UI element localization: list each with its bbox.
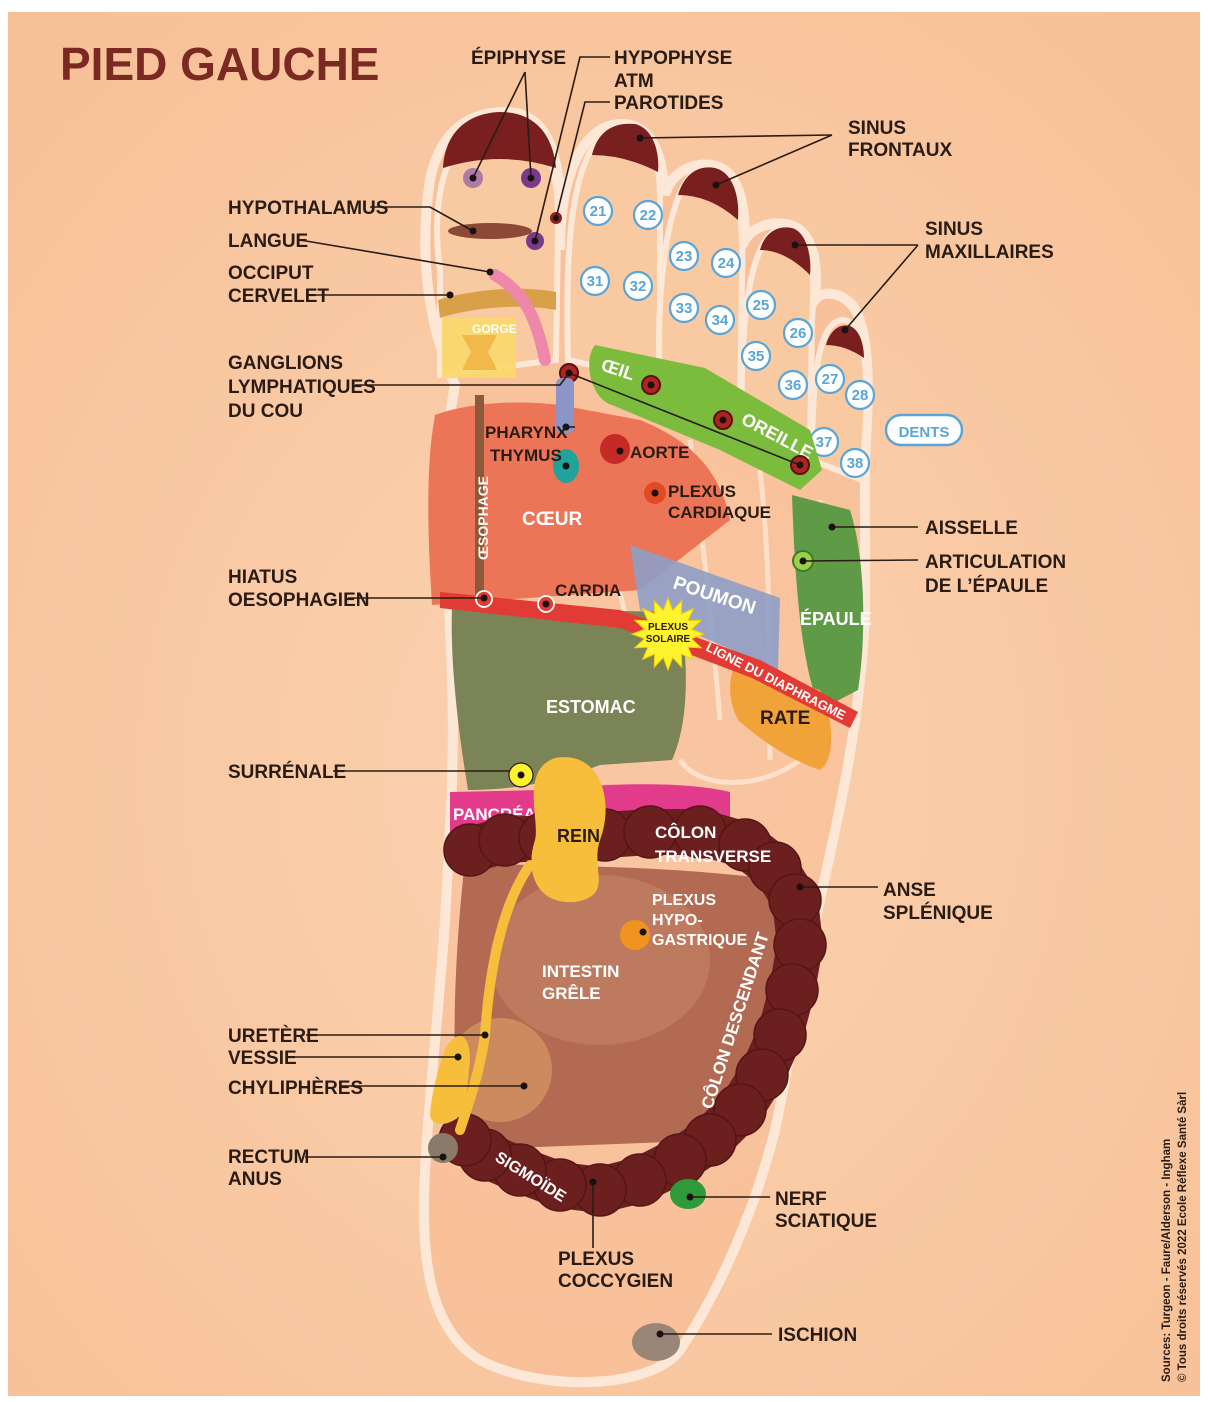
aorte-zone (600, 434, 630, 464)
tooth-number-27: 27 (822, 371, 839, 388)
label-cervelet: CERVELET (228, 286, 329, 307)
tooth-number-24: 24 (718, 255, 735, 272)
label-sciatique: SCIATIQUE (775, 1211, 877, 1232)
label-plexus-coccygien-1: PLEXUS (558, 1249, 634, 1270)
label-plexus-cardiaque-2: CARDIAQUE (668, 503, 771, 522)
label-rectum: RECTUM (228, 1147, 309, 1168)
label-atm: ATM (614, 71, 654, 92)
nerf-sciatique-zone (670, 1179, 706, 1209)
colon-segment (774, 919, 826, 971)
label-hiatus-1: HIATUS (228, 567, 297, 588)
estomac-label: ESTOMAC (546, 697, 636, 717)
page-title: PIED GAUCHE (60, 38, 379, 90)
intestin-label-1: INTESTIN (542, 962, 619, 981)
label-cardia: CARDIA (555, 581, 621, 600)
label-anse-2: SPLÉNIQUE (883, 902, 993, 924)
tooth-number-23: 23 (676, 248, 693, 265)
label-ganglions-2: LYMPHATIQUES (228, 377, 376, 398)
plexus-hypogastrique-zone (620, 920, 650, 950)
gorge-label: GORGE (472, 322, 517, 336)
coeur-label: CŒUR (522, 509, 582, 530)
tooth-number-38: 38 (847, 455, 864, 472)
label-epiphyse: ÉPIPHYSE (471, 47, 566, 69)
label-plexus-coccygien-2: COCCYGIEN (558, 1271, 673, 1292)
tooth-number-25: 25 (753, 297, 770, 314)
colon-segment (766, 964, 818, 1016)
label-sinus-max-1: SINUS (925, 219, 983, 240)
rein-label: REIN (557, 826, 600, 846)
plexus-hypo-1: PLEXUS (652, 892, 716, 909)
dents-label: DENTS (899, 424, 950, 441)
label-uretere: URETÈRE (228, 1025, 319, 1047)
label-anse-1: ANSE (883, 880, 936, 901)
label-vessie: VESSIE (228, 1048, 297, 1069)
label-surrenale: SURRÉNALE (228, 761, 346, 783)
tooth-number-22: 22 (640, 207, 657, 224)
rate-label: RATE (760, 708, 810, 729)
label-aorte: AORTE (630, 443, 690, 462)
label-nerf: NERF (775, 1189, 827, 1210)
tooth-number-32: 32 (630, 278, 647, 295)
label-langue: LANGUE (228, 231, 308, 252)
label-articulation-2: DE L’ÉPAULE (925, 575, 1048, 597)
tooth-number-33: 33 (676, 300, 693, 317)
tooth-number-36: 36 (785, 377, 802, 394)
label-occiput: OCCIPUT (228, 263, 314, 284)
tooth-number-31: 31 (587, 273, 604, 290)
intestin-label-2: GRÊLE (542, 984, 601, 1003)
label-ganglions-1: GANGLIONS (228, 353, 343, 374)
colon-transverse-1: CÔLON (655, 823, 716, 842)
epaule-label: ÉPAULE (800, 608, 872, 629)
label-articulation-1: ARTICULATION (925, 552, 1066, 573)
label-thymus: THYMUS (490, 446, 562, 465)
tooth-number-21: 21 (590, 203, 607, 220)
label-sinus-max-2: MAXILLAIRES (925, 242, 1054, 263)
label-sinus-frontaux-1: SINUS (848, 118, 906, 139)
source-line-1: Sources: Turgeon - Faure/Alderson - Ingh… (1161, 1139, 1173, 1382)
colon-segment (769, 874, 821, 926)
label-sinus-frontaux-2: FRONTAUX (848, 140, 952, 161)
plexus-hypo-3: GASTRIQUE (652, 932, 747, 949)
tooth-number-34: 34 (712, 312, 729, 329)
source-line-2: © Tous droits réservés 2022 Ecole Réflex… (1177, 1092, 1189, 1382)
tooth-number-37: 37 (816, 434, 833, 451)
colon-transverse-2: TRANSVERSE (655, 847, 771, 866)
label-hiatus-2: OESOPHAGIEN (228, 590, 369, 611)
label-parotides: PAROTIDES (614, 93, 723, 114)
plexus-solaire-line1: PLEXUS (648, 622, 688, 633)
label-plexus-cardiaque-1: PLEXUS (668, 482, 736, 501)
label-hypophyse: HYPOPHYSE (614, 48, 732, 69)
label-hypothalamus: HYPOTHALAMUS (228, 198, 388, 219)
label-pharynx: PHARYNX (485, 423, 568, 442)
tooth-number-26: 26 (790, 325, 807, 342)
plexus-hypo-2: HYPO- (652, 912, 703, 929)
hypothalamus-zone (448, 223, 532, 239)
label-aisselle: AISSELLE (925, 518, 1018, 539)
ischion-zone (632, 1323, 680, 1361)
label-anus: ANUS (228, 1169, 282, 1190)
plexus-solaire-line2: SOLAIRE (646, 634, 691, 645)
tooth-number-28: 28 (852, 387, 869, 404)
label-ischion: ISCHION (778, 1325, 857, 1346)
oesophage-label: ŒSOPHAGE (475, 476, 491, 560)
label-chylipheres: CHYLIPHÈRES (228, 1077, 363, 1099)
tooth-number-35: 35 (748, 348, 765, 365)
label-ganglions-3: DU COU (228, 401, 303, 422)
